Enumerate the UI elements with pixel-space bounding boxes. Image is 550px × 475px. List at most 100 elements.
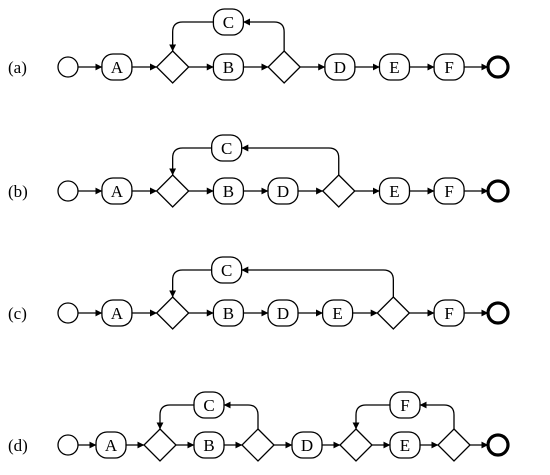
task-E-label: E bbox=[400, 436, 410, 455]
task-B-label: B bbox=[223, 58, 234, 77]
gateway-g2 bbox=[267, 50, 302, 84]
diagram-row-d: (d) A B D E C F bbox=[8, 391, 510, 462]
task-A-box bbox=[101, 299, 133, 327]
task-C-loop-label: C bbox=[223, 13, 234, 32]
task-F: F bbox=[433, 53, 465, 81]
task-A: A bbox=[101, 53, 133, 81]
task-B-box bbox=[212, 177, 245, 205]
task-C-loop: C bbox=[211, 134, 243, 162]
loop-flow-from-F bbox=[352, 404, 390, 430]
row-label: (b) bbox=[8, 182, 28, 201]
end-event bbox=[486, 55, 510, 79]
task-D: D bbox=[267, 177, 299, 205]
task-C-loop-label: C bbox=[221, 139, 232, 158]
task-C-loop: C bbox=[211, 256, 243, 284]
task-F-box bbox=[433, 299, 465, 327]
task-D-box bbox=[267, 299, 299, 327]
task-F-loop-box bbox=[389, 391, 421, 419]
task-A: A bbox=[101, 177, 133, 205]
task-D-label: D bbox=[277, 304, 289, 323]
task-B: B bbox=[212, 53, 245, 81]
task-B-box bbox=[212, 53, 245, 81]
gateway-g1 bbox=[155, 50, 190, 84]
task-D-label: D bbox=[277, 182, 289, 201]
task-F-box bbox=[433, 53, 465, 81]
start-event bbox=[57, 56, 79, 78]
task-D: D bbox=[324, 53, 356, 81]
task-A-box bbox=[101, 177, 133, 205]
row-label: (d) bbox=[8, 436, 28, 455]
gateway-g3 bbox=[339, 428, 373, 462]
task-D: D bbox=[267, 299, 299, 327]
loop-flow-to-F bbox=[419, 401, 455, 429]
task-F-label: F bbox=[444, 304, 453, 323]
task-E-label: E bbox=[332, 304, 342, 323]
task-F: F bbox=[433, 177, 465, 205]
task-F-label: F bbox=[444, 182, 453, 201]
task-E-box bbox=[378, 177, 411, 205]
task-F-label: F bbox=[444, 58, 453, 77]
task-E-box bbox=[389, 431, 421, 459]
task-A: A bbox=[95, 431, 127, 459]
row-label: (a) bbox=[8, 58, 27, 77]
gateway-g1 bbox=[155, 174, 190, 208]
task-A-label: A bbox=[111, 58, 124, 77]
task-D-box bbox=[324, 53, 356, 81]
end-event bbox=[486, 301, 510, 325]
task-B-label: B bbox=[203, 436, 214, 455]
loop-flow-to-C bbox=[243, 18, 285, 51]
task-A-label: A bbox=[111, 182, 124, 201]
task-E-box bbox=[378, 53, 411, 81]
task-A-label: A bbox=[111, 304, 124, 323]
loop-flow-to-C bbox=[241, 144, 340, 175]
task-F-box bbox=[433, 177, 465, 205]
task-B-box bbox=[193, 431, 225, 459]
start-event bbox=[57, 180, 79, 202]
start-event bbox=[57, 302, 79, 324]
gateway-g1 bbox=[143, 428, 177, 462]
loop-flow-from-C bbox=[169, 21, 214, 52]
gateway-g2 bbox=[321, 174, 356, 208]
end-event bbox=[486, 179, 510, 203]
task-E: E bbox=[378, 53, 411, 81]
row-label: (c) bbox=[8, 304, 27, 323]
task-B: B bbox=[193, 431, 225, 459]
task-F: F bbox=[433, 299, 465, 327]
task-C-loop-box bbox=[211, 256, 243, 284]
task-C-loop-label: C bbox=[203, 396, 214, 415]
gateway-g2 bbox=[376, 296, 411, 330]
task-C-loop-box bbox=[211, 134, 243, 162]
task-D-box bbox=[291, 431, 323, 459]
diagram-row-b: (b) A B D E F C bbox=[8, 134, 510, 208]
task-A-box bbox=[101, 53, 133, 81]
task-E: E bbox=[321, 299, 354, 327]
loop-flow-to-C bbox=[223, 401, 259, 429]
task-D-label: D bbox=[301, 436, 313, 455]
gateway-g4 bbox=[437, 428, 471, 462]
loop-flow-to-C bbox=[241, 266, 394, 297]
task-F-loop-label: F bbox=[400, 396, 409, 415]
task-B-label: B bbox=[223, 182, 234, 201]
loop-flow-from-C bbox=[169, 147, 212, 176]
task-D-box bbox=[267, 177, 299, 205]
start-event bbox=[57, 434, 79, 456]
task-D-label: D bbox=[334, 58, 346, 77]
task-F-loop: F bbox=[389, 391, 421, 419]
task-C-loop-box bbox=[193, 391, 225, 419]
task-B: B bbox=[212, 299, 245, 327]
task-C-loop: C bbox=[193, 391, 225, 419]
task-A-label: A bbox=[105, 436, 118, 455]
gateway-g2 bbox=[241, 428, 275, 462]
task-E-label: E bbox=[389, 182, 399, 201]
task-C-loop-label: C bbox=[221, 261, 232, 280]
loop-flow-from-C bbox=[156, 404, 194, 430]
task-C-loop-box bbox=[212, 8, 245, 36]
task-C-loop: C bbox=[212, 8, 245, 36]
task-B-box bbox=[212, 299, 245, 327]
task-E: E bbox=[378, 177, 411, 205]
loop-flow-from-C bbox=[169, 269, 212, 298]
diagram-row-c: (c) A B D E F C bbox=[8, 256, 510, 330]
end-event bbox=[486, 433, 510, 457]
diagram-row-a: (a) A B D E F C bbox=[8, 8, 510, 84]
